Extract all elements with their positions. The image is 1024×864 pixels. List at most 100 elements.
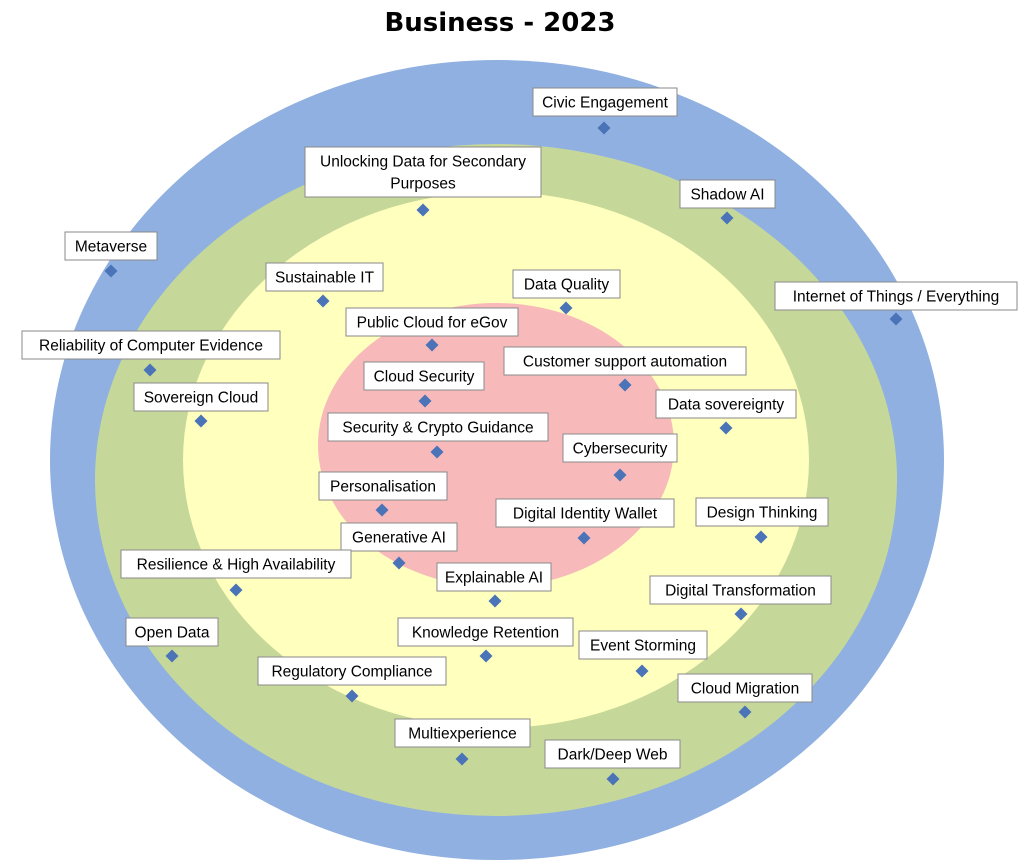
item-label: Design Thinking [707, 505, 818, 522]
item-label-box [532, 87, 678, 117]
item-label: Cybersecurity [573, 441, 668, 458]
item-label: Public Cloud for eGov [357, 315, 508, 332]
item-marker [618, 378, 632, 392]
item-label-box [340, 522, 458, 552]
item-label-box [318, 471, 448, 501]
radar-item: Open Data [125, 617, 219, 663]
radar-item: Metaverse [64, 231, 158, 278]
radar-item: Digital Identity Wallet [495, 498, 675, 545]
item-marker [165, 649, 179, 663]
radar-item: Sovereign Cloud [133, 382, 269, 428]
item-label: Personalisation [330, 479, 436, 496]
item-label: Cloud Security [374, 369, 475, 386]
item-label: Data Quality [524, 277, 610, 294]
item-label-box [679, 179, 776, 209]
radar-item: Resilience & High Availability [120, 549, 352, 597]
radar-item: Customer support automation [503, 346, 747, 392]
item-label-box [64, 231, 158, 261]
item-label-box [578, 630, 708, 660]
item-label-box [649, 575, 832, 605]
item-marker [425, 338, 439, 352]
item-label: Reliability of Computer Evidence [39, 338, 263, 355]
item-label: Digital Identity Wallet [513, 506, 658, 523]
item-label-box [503, 346, 747, 376]
item-marker [375, 503, 389, 517]
item-label-box [363, 361, 485, 391]
radar-item: Knowledge Retention [397, 617, 574, 663]
item-label: Customer support automation [523, 354, 727, 371]
radar-item: Security & Crypto Guidance [327, 412, 549, 459]
item-marker [889, 312, 903, 326]
item-label: Internet of Things / Everything [793, 289, 1000, 306]
radar-item: Data sovereignty [655, 389, 797, 435]
item-marker [455, 752, 469, 766]
radar-item: Shadow AI [679, 179, 776, 225]
item-marker [316, 294, 330, 308]
item-label-box [677, 673, 813, 703]
diagram-title: Business - 2023 [384, 8, 616, 38]
item-marker [229, 583, 243, 597]
item-label: Data sovereignty [668, 397, 785, 414]
item-label-box [436, 562, 552, 592]
item-label: Dark/Deep Web [558, 747, 668, 764]
item-marker [430, 445, 444, 459]
item-label: Civic Engagement [542, 95, 668, 112]
item-label: Regulatory Compliance [271, 664, 432, 681]
radar-item: Public Cloud for eGov [345, 307, 519, 352]
item-label-box [495, 498, 675, 528]
item-label-box [120, 549, 352, 579]
item-marker [194, 414, 208, 428]
item-marker [577, 531, 591, 545]
item-label: Metaverse [75, 239, 147, 256]
item-label-box [327, 412, 549, 442]
item-marker [738, 705, 752, 719]
radar-item: Cybersecurity [562, 433, 678, 482]
radar-item: Internet of Things / Everything [774, 281, 1018, 326]
item-label-box [257, 656, 447, 686]
radar-item: Cloud Migration [677, 673, 813, 719]
radar-item: Personalisation [318, 471, 448, 517]
item-marker [754, 530, 768, 544]
item-label-box [544, 739, 681, 769]
item-label: Event Storming [590, 638, 696, 655]
item-label: Multiexperience [408, 726, 517, 743]
item-marker [479, 649, 493, 663]
item-label-box [133, 382, 269, 412]
item-label-box [21, 330, 281, 360]
item-label-box [265, 262, 384, 292]
item-label: Explainable AI [445, 570, 543, 587]
item-marker [719, 421, 733, 435]
radar-item: Data Quality [512, 269, 621, 315]
item-marker [559, 301, 573, 315]
item-label: Digital Transformation [665, 583, 816, 600]
item-label: Generative AI [352, 530, 446, 547]
item-label: Knowledge Retention [412, 625, 559, 642]
radar-item: Event Storming [578, 630, 708, 678]
radar-item: Multiexperience [394, 718, 531, 766]
item-marker [392, 556, 406, 570]
item-marker [597, 121, 611, 135]
radar-item: Generative AI [340, 522, 458, 570]
item-marker [143, 363, 157, 377]
radar-item: Regulatory Compliance [257, 656, 447, 703]
item-marker [734, 607, 748, 621]
item-label-box [695, 497, 829, 527]
radar-item: Digital Transformation [649, 575, 832, 621]
item-marker [418, 394, 432, 408]
item-label-box [304, 146, 542, 198]
item-marker [104, 264, 118, 278]
item-marker [720, 211, 734, 225]
item-label: Cloud Migration [691, 681, 800, 698]
radar-item: Cloud Security [363, 361, 485, 408]
item-label-box [774, 281, 1018, 311]
item-label: Shadow AI [690, 187, 764, 204]
item-label-box [512, 269, 621, 299]
item-label-box [345, 307, 519, 337]
radar-item: Civic Engagement [532, 87, 678, 135]
item-marker [606, 772, 620, 786]
item-marker [613, 468, 627, 482]
item-marker [488, 594, 502, 608]
